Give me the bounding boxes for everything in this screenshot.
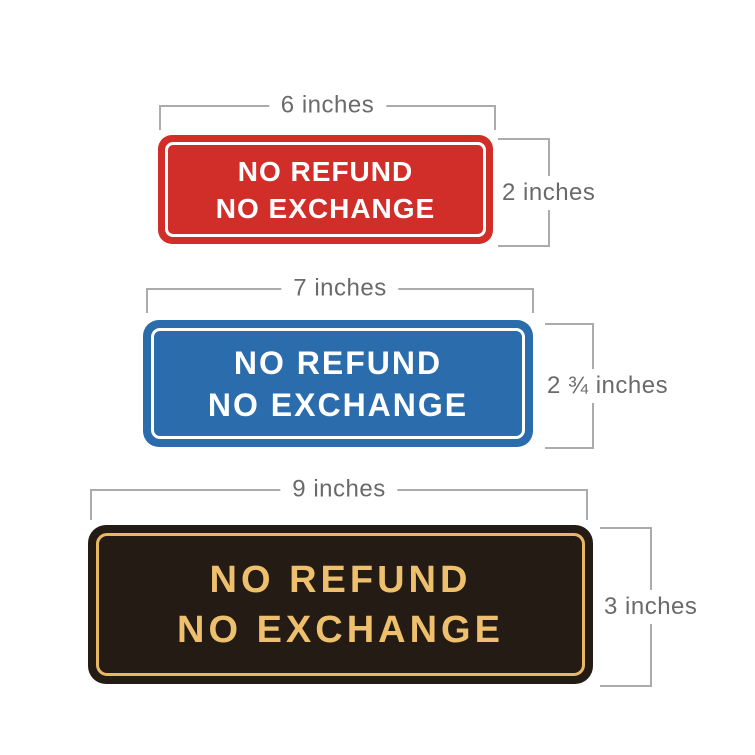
black-sign-height-dimension: 3 inches [600, 527, 704, 687]
red-sign-text-line-2: NO EXCHANGE [215, 192, 436, 224]
blue-sign-height-dimension: 2 ¾ inches [545, 323, 675, 449]
blue-sign-width-label: 7 inches [281, 274, 399, 303]
blue-sign-text-line-2: NO EXCHANGE [207, 386, 469, 423]
red-sign-text-line-1: NO REFUND [237, 155, 414, 187]
black-sign: NO REFUND NO EXCHANGE [88, 525, 593, 684]
blue-sign: NO REFUND NO EXCHANGE [143, 320, 533, 447]
black-sign-height-label: 3 inches [604, 590, 704, 624]
blue-sign-width-dimension: 7 inches [146, 274, 534, 313]
red-sign-height-dimension: 2 inches [498, 138, 602, 247]
black-sign-text-line-2: NO EXCHANGE [177, 608, 504, 651]
blue-sign-text-line-1: NO REFUND [233, 344, 443, 381]
red-sign: NO REFUND NO EXCHANGE [158, 135, 493, 244]
black-sign-width-dimension: 9 inches [90, 475, 588, 520]
blue-sign-height-label: 2 ¾ inches [547, 369, 675, 403]
red-sign-height-label: 2 inches [502, 175, 602, 210]
black-sign-width-label: 9 inches [280, 475, 398, 504]
red-sign-width-dimension: 6 inches [159, 91, 496, 130]
red-sign-width-label: 6 inches [268, 91, 387, 120]
black-sign-text-line-1: NO REFUND [209, 558, 472, 601]
